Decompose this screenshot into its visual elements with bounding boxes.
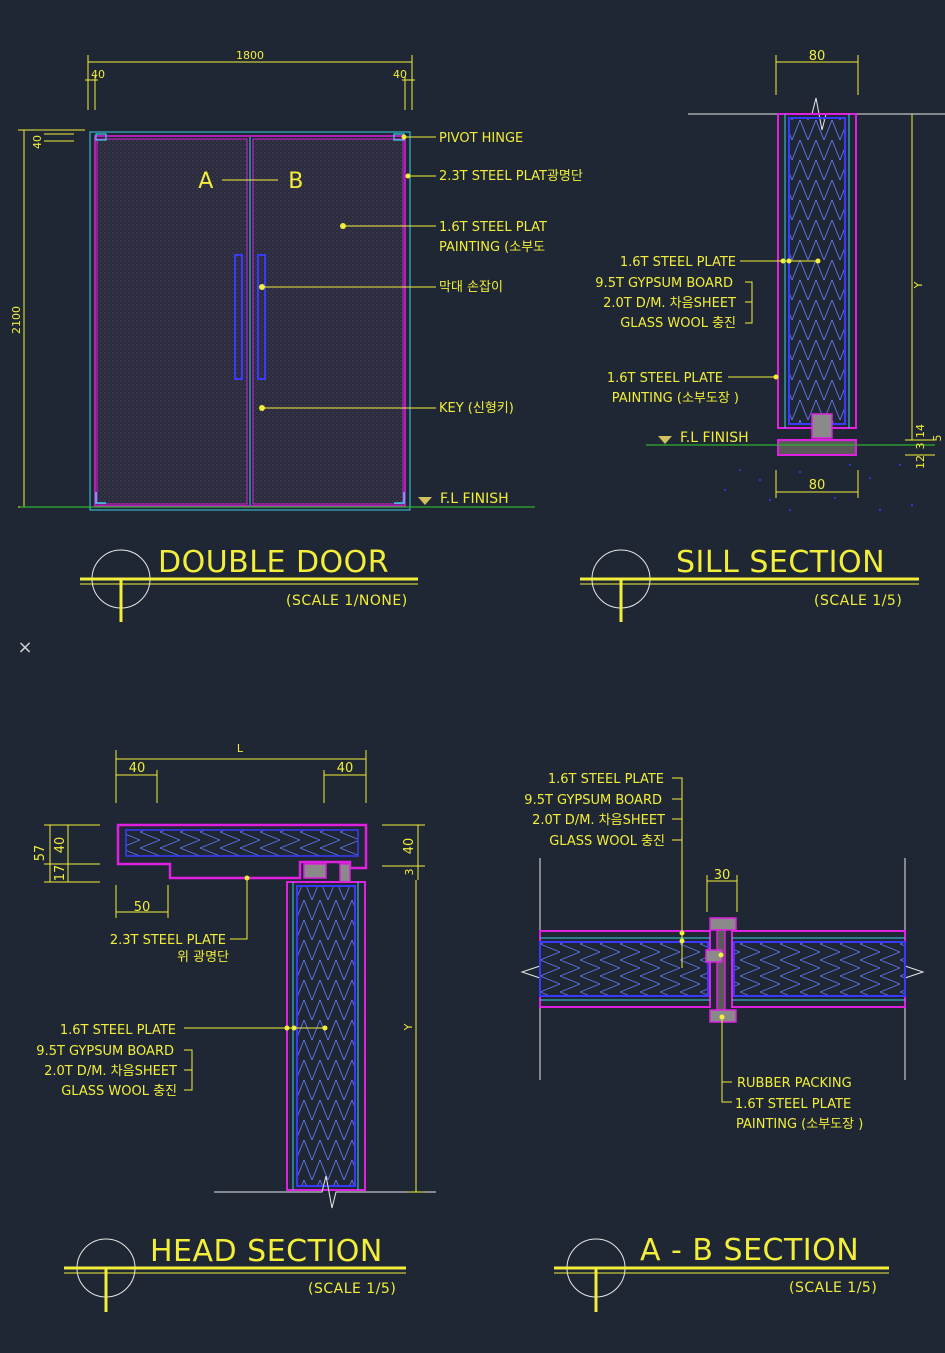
key-label: KEY (신형키) [439,401,514,416]
sill-painting-label: PAINTING (소부도장 ) [612,391,739,406]
steel-plate-23-label: 2.3T STEEL PLAT광명단 [439,169,583,184]
sill-dim-top: 80 [809,49,826,64]
fl-finish-marker-icon [418,497,432,505]
door-fl-finish-label: F.L FINISH [440,491,509,507]
ab-section-title: A - B SECTION [640,1233,859,1268]
section-mark-b: B [288,169,304,194]
ab-section-scale: (SCALE 1/5) [789,1280,877,1296]
pivot-hinge-label: PIVOT HINGE [439,131,523,146]
sill-fl-finish-label: F.L FINISH [680,430,749,446]
section-mark-a: A [198,169,214,194]
sill-dim-3: 3 [914,443,927,450]
head-steel-23-label: 2.3T STEEL PLATE [110,933,226,948]
sill-steel-plate-label: 1.6T STEEL PLATE [620,255,736,270]
sill-sheet-label: 2.0T D/M. 차음SHEET [603,296,736,311]
sill-dim-bottom: 80 [809,478,826,493]
sill-section-scale: (SCALE 1/5) [814,593,902,609]
head-dim-left-40: 40 [129,761,146,776]
head-dim-right-40: 40 [337,761,354,776]
double-door-elevation: 1800 40 40 40 2100 A B F.L FINISH [10,49,583,622]
head-dim-40: 40 [53,837,68,854]
head-dim-right-40-v: 40 [402,838,417,855]
handle-label: 막대 손잡이 [439,280,503,295]
dim-height: 2100 [10,306,23,334]
head-section: L 40 40 57 40 17 50 40 3 [33,742,436,1312]
sill-dim-5: 5 [931,435,944,442]
head-steel-plate-label: 1.6T STEEL PLATE [60,1023,176,1038]
head-gypsum-label: 9.5T GYPSUM BOARD [36,1044,174,1059]
head-dim-l: L [237,742,244,755]
sill-section-title: SILL SECTION [676,545,885,580]
head-dim-y: Y [402,1023,415,1031]
ab-glass-wool-label: GLASS WOOL 충진 [549,834,665,849]
double-door-scale: (SCALE 1/NONE) [286,593,408,609]
ab-dim-30: 30 [714,868,731,883]
ab-steel-plate-label: 1.6T STEEL PLATE [548,772,664,787]
ab-sheet-label: 2.0T D/M. 차음SHEET [532,813,665,828]
head-steel-23-sub-label: 위 광명단 [177,950,229,965]
sill-dim-y: Y [912,281,925,289]
dim-top-40: 40 [31,135,44,149]
double-door-title: DOUBLE DOOR [158,545,389,580]
ab-painting-label: PAINTING (소부도장 ) [736,1117,863,1132]
sill-dim-12: 12 [914,455,927,469]
bar-handle-right-icon [257,254,266,380]
ab-steel-plate-2-label: 1.6T STEEL PLATE [735,1097,851,1112]
head-dim-50: 50 [134,900,151,915]
sill-steel-plate-2-label: 1.6T STEEL PLATE [607,371,723,386]
close-icon[interactable]: × [17,637,32,658]
ab-section: 30 1.6T STEEL PLATE 9.5T GYPSUM BOARD 2.… [520,772,925,1312]
sill-section: 80 F.L FINISH 80 Y 12 3 14 5 [580,49,945,622]
head-dim-57: 57 [33,845,48,862]
dim-width: 1800 [236,49,264,62]
head-section-title: HEAD SECTION [150,1234,383,1269]
ab-gypsum-label: 9.5T GYPSUM BOARD [524,793,662,808]
dim-left-40: 40 [91,68,105,81]
sill-gypsum-label: 9.5T GYPSUM BOARD [595,276,733,291]
head-dim-17: 17 [53,865,68,882]
sill-glass-wool-label: GLASS WOOL 충진 [620,316,736,331]
painting-label: PAINTING (소부도 [439,240,545,255]
sill-dim-14: 14 [914,424,927,438]
pivot-hinge-left-icon [95,133,107,141]
head-dim-3: 3 [403,869,416,876]
head-section-scale: (SCALE 1/5) [308,1281,396,1297]
steel-plate-16-label: 1.6T STEEL PLAT [439,220,547,235]
bar-handle-left-icon [234,254,243,380]
head-sheet-label: 2.0T D/M. 차음SHEET [44,1064,177,1079]
dim-right-40: 40 [393,68,407,81]
ab-rubber-label: RUBBER PACKING [737,1076,852,1091]
head-glass-wool-label: GLASS WOOL 충진 [61,1084,177,1099]
